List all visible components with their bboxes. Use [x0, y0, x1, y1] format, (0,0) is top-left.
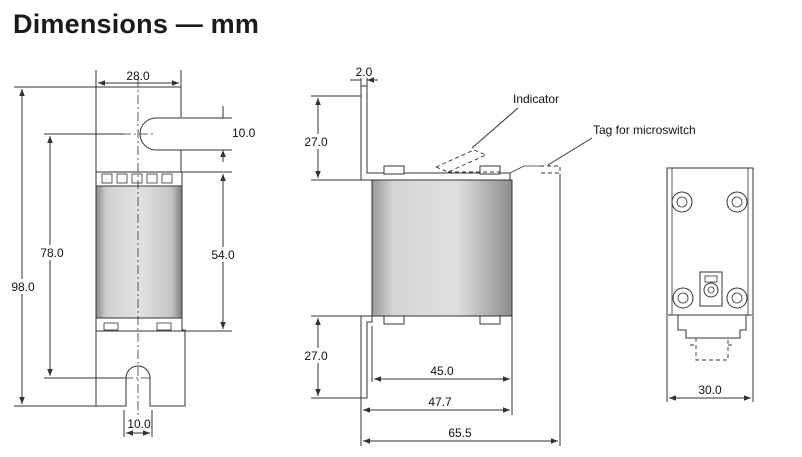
end-screw-bottom-right — [726, 287, 748, 309]
end-view: 30.0 — [666, 167, 754, 402]
bottom-terminal — [95, 317, 183, 332]
bottom-blade — [95, 329, 186, 407]
end-screw-top-left — [671, 191, 693, 213]
hole-centerlines — [122, 133, 156, 379]
dim-30-label: 30.0 — [698, 383, 722, 397]
dim-2-label: 2.0 — [356, 65, 373, 79]
dim-28-label: 28.0 — [126, 69, 150, 83]
end-extension-lines — [666, 316, 754, 402]
fuse-body — [95, 185, 183, 319]
side-fuse-body — [371, 179, 513, 317]
top-terminal-bolts — [101, 173, 173, 184]
microswitch-leader — [547, 137, 593, 166]
side-stud-bottom-1 — [383, 315, 405, 325]
microswitch-tag-extension — [540, 165, 561, 174]
end-indicator — [699, 271, 723, 307]
dim-47-label: 47.7 — [428, 395, 452, 409]
end-screw-bottom-left — [672, 287, 694, 309]
side-stud-top-2 — [479, 165, 501, 175]
indicator-shape — [434, 149, 488, 173]
side-stud-top-1 — [383, 165, 405, 175]
front-extension-lines — [14, 70, 232, 437]
microswitch-tag-label: Tag for microswitch — [593, 123, 696, 137]
dim-78-label: 78.0 — [40, 246, 64, 260]
indicator-leader — [471, 107, 519, 149]
top-blade — [95, 86, 182, 173]
dim-65-label: 65.5 — [448, 426, 472, 440]
end-screw-top-right — [726, 191, 748, 213]
dim-54-label: 54.0 — [211, 248, 235, 262]
page-title: Dimensions — mm — [13, 9, 260, 39]
microswitch-tag — [509, 165, 540, 174]
end-bottom-tab — [677, 314, 747, 339]
dim-45-label: 45.0 — [430, 364, 454, 378]
lower-bracket — [360, 315, 373, 399]
end-body-edges — [671, 168, 749, 315]
end-tag-dashed — [695, 338, 729, 361]
bottom-terminal-bolts — [103, 322, 172, 331]
indicator-label: Indicator — [513, 92, 559, 106]
side-stud-bottom-2 — [479, 315, 501, 325]
dim-27-lower-label: 27.0 — [304, 349, 328, 363]
dim-27-upper-label: 27.0 — [304, 135, 328, 149]
dim-10-bottom-label: 10.0 — [127, 417, 151, 431]
side-view: 2.0 27.0 27.0 Indicator Tag for microswi… — [301, 65, 696, 446]
front-view: 28.0 10.0 78.0 98.0 54.0 10.0 — [8, 69, 256, 437]
dim-98-label: 98.0 — [11, 280, 35, 294]
dim-10-top-label: 10.0 — [232, 126, 256, 140]
